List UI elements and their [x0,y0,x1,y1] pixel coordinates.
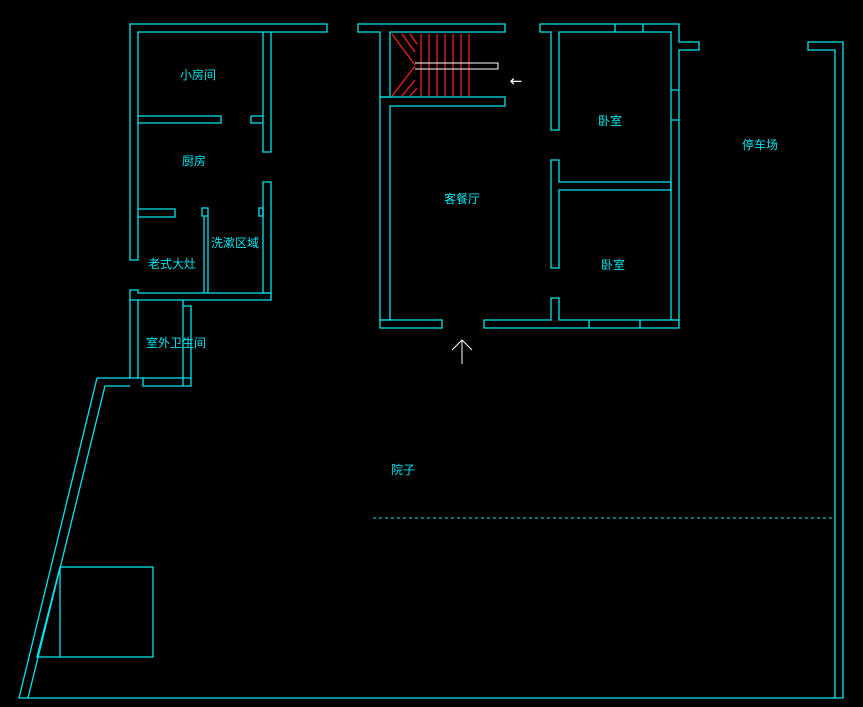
stair-treads [401,33,470,97]
stair-handrail [415,62,499,70]
laundry-door-mark [258,207,264,217]
small-room-right-wall [262,32,272,153]
stair-diagonal-lower [391,65,416,97]
label-bedroom-lower: 卧室 [601,257,625,272]
small-room-stub [250,115,263,124]
stair-entry-arrow-icon: ← [510,72,523,90]
entry-arrow-icon [451,339,473,364]
staircase [391,33,470,97]
label-bedroom-upper: 卧室 [598,113,622,128]
bedroom-block-top [539,23,700,321]
small-room-partition [138,115,222,124]
label-old-stove: 老式大灶 [148,257,196,271]
laundry-left-wall [201,207,209,293]
main-building-bottom-right [483,297,680,329]
label-parking: 停车场 [742,137,778,152]
label-small-room: 小房间 [180,67,216,82]
walls [18,23,844,699]
bedroom-divider [550,159,672,269]
bedroom-window-marks [588,24,679,328]
stair-diagonal-upper [391,33,416,66]
left-building-outer-wall [129,23,328,261]
yard-storage-leg [36,566,61,658]
toilet-bottom [138,377,183,387]
label-laundry-area: 洗漱区域 [211,236,259,250]
yard-boundary [18,41,844,699]
yard-storage-box [59,566,154,658]
label-living-dining: 客餐厅 [444,191,480,206]
label-kitchen: 厨房 [182,153,206,168]
kitchen-partition [138,208,176,218]
label-outdoor-toilet: 室外卫生间 [146,335,206,350]
label-yard: 院子 [391,463,415,477]
main-building-bottom-left [379,319,443,329]
